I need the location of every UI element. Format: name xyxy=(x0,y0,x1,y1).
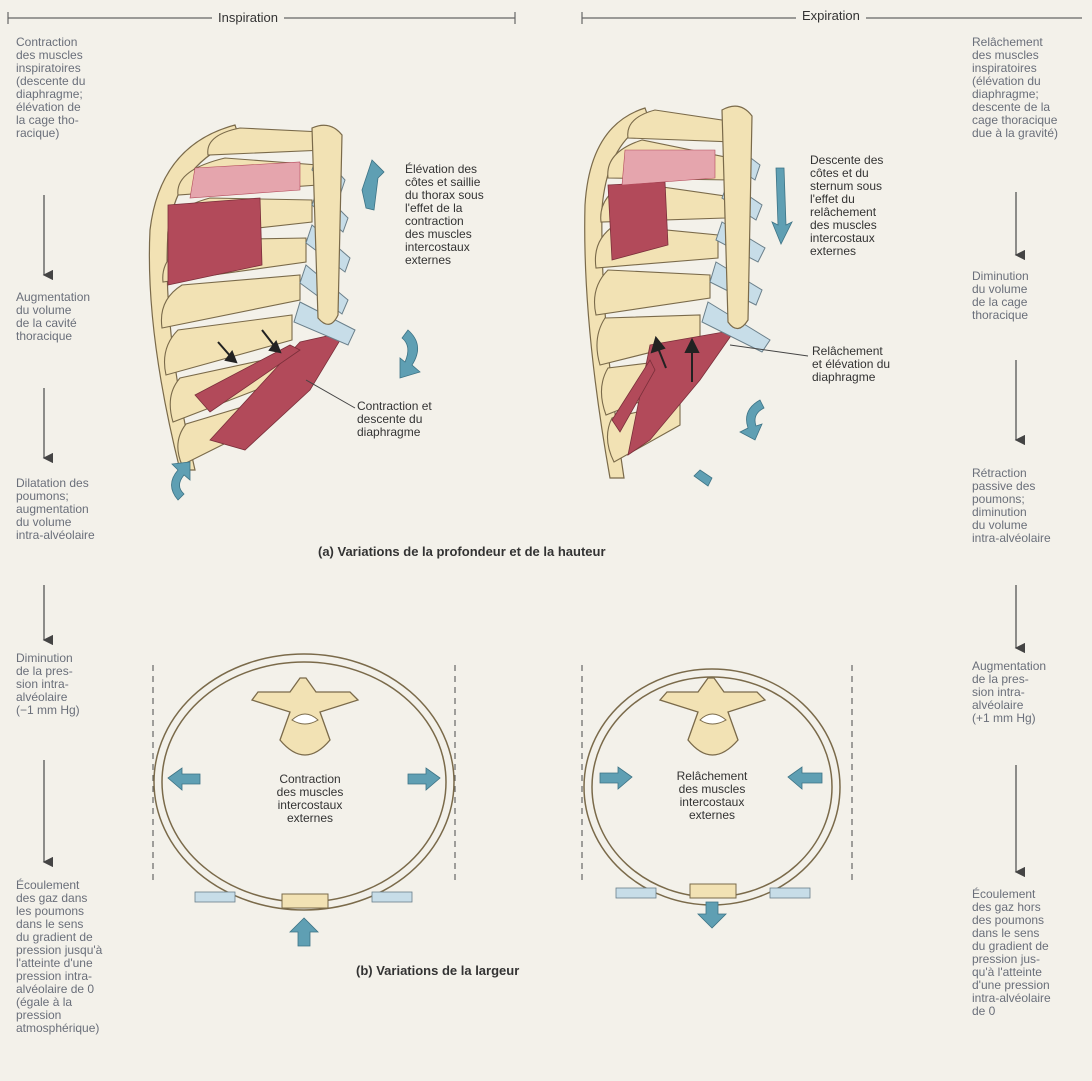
caption-b: (b) Variations de la largeur xyxy=(356,963,519,978)
exp-width-annotation: Relâchement des muscles intercostaux ext… xyxy=(662,770,762,822)
insp-width-annotation: Contraction des muscles intercostaux ext… xyxy=(260,773,360,825)
